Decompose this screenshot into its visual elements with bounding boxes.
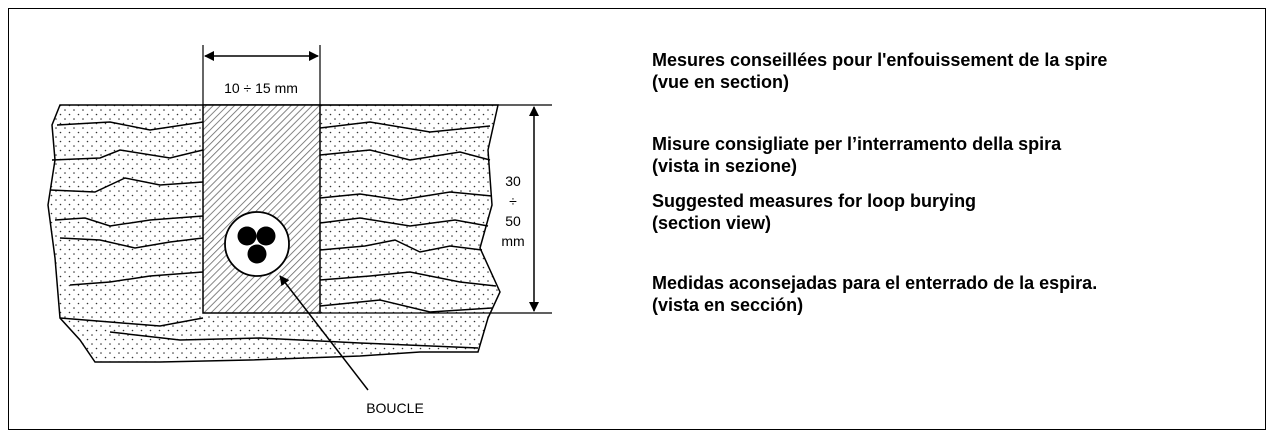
wire-conductor	[247, 244, 267, 264]
caption-subtitle: (section view)	[652, 213, 772, 233]
caption-title: Mesures conseillées pour l'enfouissement…	[652, 50, 1108, 70]
caption-subtitle: (vista in sezione)	[652, 156, 798, 176]
caption-italian: Misure consigliate per l’interramento de…	[652, 133, 1262, 177]
loop-cable	[224, 211, 290, 277]
depth-label-line: ÷	[509, 193, 517, 209]
caption-french: Mesures conseillées pour l'enfouissement…	[652, 49, 1262, 93]
loop-callout: BOUCLE	[279, 275, 424, 416]
figure-frame	[8, 8, 1266, 430]
loop-label: BOUCLE	[366, 400, 424, 416]
depth-label-line: 50	[505, 213, 521, 229]
soil-layer-lines	[49, 121, 497, 349]
caption-title: Misure consigliate per l’interramento de…	[652, 134, 1062, 154]
trench-fill	[202, 104, 321, 314]
caption-subtitle: (vue en section)	[652, 72, 790, 92]
cable-sheath	[224, 211, 290, 277]
depth-dimension: 30 ÷ 50 mm	[320, 104, 552, 314]
depth-label-line: mm	[501, 233, 524, 249]
caption-english: Suggested measures for loop burying (sec…	[652, 190, 1262, 234]
caption-title: Medidas aconsejadas para el enterrado de…	[652, 273, 1098, 293]
width-dimension: 10 ÷ 15 mm	[202, 45, 321, 105]
caption-title: Suggested measures for loop burying	[652, 191, 977, 211]
width-label: 10 ÷ 15 mm	[224, 80, 298, 96]
loop-pointer-arrow	[279, 275, 369, 391]
caption-subtitle: (vista en sección)	[652, 295, 804, 315]
wire-conductor	[256, 226, 276, 246]
caption-spanish: Medidas aconsejadas para el enterrado de…	[652, 272, 1262, 316]
wire-conductor	[237, 226, 257, 246]
depth-label-line: 30	[505, 173, 521, 189]
